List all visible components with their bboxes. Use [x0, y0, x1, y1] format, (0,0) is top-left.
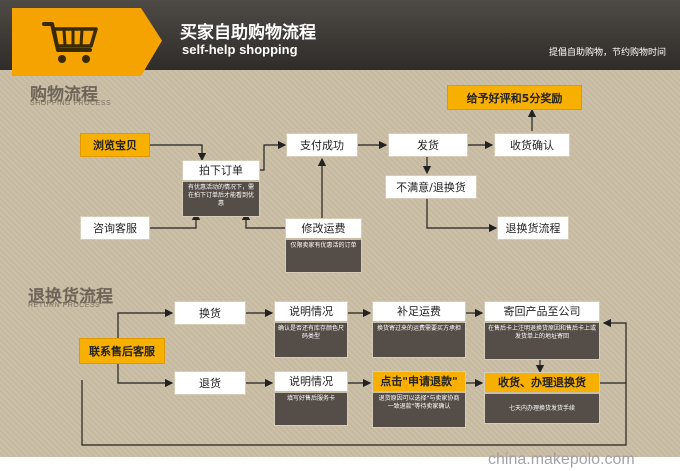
explain-refund-label: 说明情况 [275, 372, 347, 393]
apply-refund-label: 点击"申请退款" [373, 372, 465, 393]
exchange-node: 换货 [174, 301, 246, 325]
receive-refund-label: 收货、办理退换货 [485, 373, 599, 394]
browse-items-node: 浏览宝贝 [80, 133, 150, 157]
confirm-receipt-node: 收货确认 [494, 133, 570, 157]
modify-shipping-label: 修改运费 [286, 219, 361, 240]
explain-exchange-node: 说明情况 确认是否还有库存颜色尺码类型 [274, 301, 348, 358]
slogan: 提倡自助购物，节约购物时间 [548, 48, 666, 58]
unsatisfied-return-node: 不满意/退换货 [385, 175, 477, 199]
send-back-label: 寄回产品至公司 [485, 302, 599, 323]
shopping-section-title: 购物流程 [30, 85, 98, 105]
modify-shipping-note: 仅限卖家有优惠活的订单 [286, 240, 361, 272]
explain-refund-note: 填写好售后服务卡 [275, 393, 347, 425]
explain-exchange-note: 确认是否还有库存颜色尺码类型 [275, 323, 347, 357]
payment-success-node: 支付成功 [286, 133, 358, 157]
cart-badge [12, 8, 162, 76]
add-shipping-note: 换货寄过来的运费需要买方承担 [373, 323, 465, 357]
refund-node: 退货 [174, 371, 246, 395]
praise-reward-node: 给予好评和5分奖励 [447, 85, 582, 110]
return-section-subtitle: RETURN PROCESS [28, 302, 101, 309]
explain-exchange-label: 说明情况 [275, 302, 347, 323]
explain-refund-node: 说明情况 填写好售后服务卡 [274, 371, 348, 426]
receive-refund-node: 收货、办理退换货 七天内办理换货发货手续 [484, 372, 600, 424]
place-order-node: 拍下订单 有优惠活动的情况下，需在拍下订单后才能看到优惠 [182, 160, 260, 217]
watermark: china.makepolo.com [488, 451, 635, 468]
ship-node: 发货 [388, 133, 468, 157]
send-back-node: 寄回产品至公司 在售后卡上注明退换货原因和售后卡上或发货单上的地址寄回 [484, 301, 600, 360]
page-subtitle: self-help shopping [182, 42, 298, 57]
apply-refund-node: 点击"申请退款" 退货原因可以选择"与卖家协商一致退款"等待卖家确认 [372, 371, 466, 428]
send-back-note: 在售后卡上注明退换货原因和售后卡上或发货单上的地址寄回 [485, 323, 599, 359]
consult-service-node: 咨询客服 [80, 216, 150, 240]
apply-refund-note: 退货原因可以选择"与卖家协商一致退款"等待卖家确认 [373, 393, 465, 427]
modify-shipping-node: 修改运费 仅限卖家有优惠活的订单 [285, 218, 362, 273]
page-title: 买家自助购物流程 [180, 23, 316, 43]
shopping-section-subtitle: SHOPPING PROCESS [30, 100, 112, 107]
contact-after-sales-node: 联系售后客服 [79, 338, 165, 364]
shopping-cart-icon [42, 22, 98, 63]
receive-refund-note: 七天内办理换货发货手续 [485, 394, 599, 423]
place-order-label: 拍下订单 [183, 161, 259, 182]
place-order-note: 有优惠活动的情况下，需在拍下订单后才能看到优惠 [183, 182, 259, 216]
return-process-node: 退换货流程 [497, 216, 569, 240]
add-shipping-node: 补足运费 换货寄过来的运费需要买方承担 [372, 301, 466, 358]
add-shipping-label: 补足运费 [373, 302, 465, 323]
return-section-title: 退换货流程 [28, 287, 113, 307]
